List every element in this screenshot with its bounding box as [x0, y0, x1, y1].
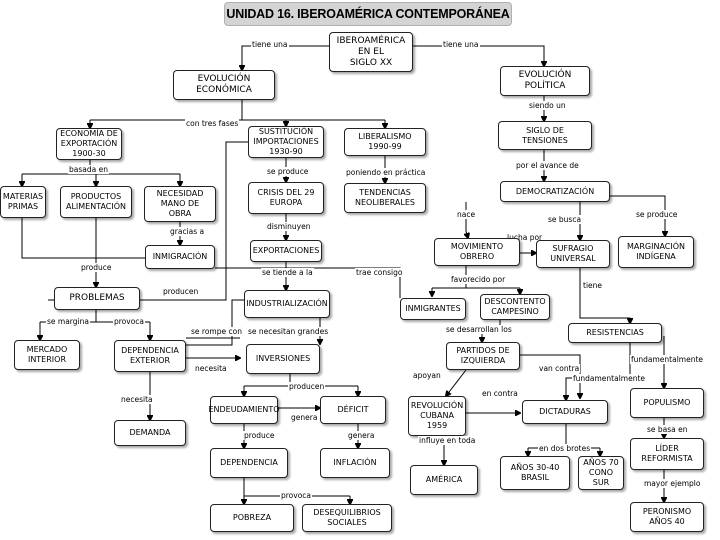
node-inflacion: INFLACIÓN [320, 448, 390, 478]
node-partidos-izquierda: PARTIDOS DE IZQUIERDA [446, 342, 520, 370]
node-democratizacion: DEMOCRATIZACIÓN [500, 181, 610, 202]
node-populismo: POPULISMO [630, 388, 704, 418]
node-industrializacion: INDUSTRIALIZACIÓN [244, 290, 330, 318]
node-root: IBEROAMÉRICA EN EL SIGLO XX [329, 32, 413, 72]
node-dependencia-exterior: DEPENDENCIA EXTERIOR [114, 340, 186, 372]
label-se-tiende-a-la: se tiende a la [261, 268, 314, 277]
edge-root-pol [413, 45, 544, 66]
label-producen-1: producen [162, 287, 200, 296]
node-resistencias: RESISTENCIAS [568, 323, 662, 343]
label-van-contra: van contra [538, 364, 581, 373]
node-sustitucion-importaciones: SUSTITUCIÓN IMPORTACIONES 1930-90 [248, 126, 324, 158]
node-desequilibrios-sociales: DESEQUILIBRIOS SOCIALES [302, 504, 392, 532]
page-title: UNIDAD 16. IBEROAMÉRICA CONTEMPORÁNEA [224, 2, 512, 26]
label-genera-2: genera [347, 431, 376, 440]
node-peronismo: PERONISMO AÑOS 40 [630, 502, 704, 532]
label-genera-1: genera [290, 413, 319, 422]
label-tiene: tiene [582, 281, 604, 290]
node-descontento-campesino: DESCONTENTO CAMPESINO [480, 294, 550, 320]
label-se-necesitan-grandes: se necesitan grandes [247, 327, 330, 336]
node-marginacion-indigena: MARGINACIÓN INDÍGENA [618, 236, 694, 268]
node-liberalismo: LIBERALISMO 1990-99 [344, 128, 426, 156]
label-influye-en-toda: influye en toda [418, 436, 477, 445]
node-materias-primas: MATERIAS PRIMAS [0, 186, 46, 218]
node-crisis-29: CRISIS DEL 29 EUROPA [248, 182, 324, 214]
label-fundamentalmente-2: fundamentalmente [572, 374, 647, 383]
label-producen-2: producen [288, 382, 326, 391]
label-produce-1: produce [80, 263, 113, 272]
node-anos-30-40-brasil: AÑOS 30-40 BRASIL [500, 456, 570, 490]
node-productos-alimentacion: PRODUCTOS ALIMENTACIÓN [60, 186, 132, 218]
label-tiene-una-left: tiene una [251, 40, 289, 49]
node-demanda: DEMANDA [114, 420, 186, 446]
node-necesidad-mano-obra: NECESIDAD MANO DE OBRA [144, 186, 216, 222]
label-gracias-a: gracias a [169, 227, 206, 236]
label-mayor-ejemplo: mayor ejemplo [643, 479, 702, 488]
label-apoyan: apoyan [412, 371, 442, 380]
node-inmigracion: INMIGRACIÓN [145, 245, 215, 269]
label-produce-2: produce [243, 431, 276, 440]
node-economia-exportacion: ECONOMÍA DE EXPORTACIÓN 1900-30 [56, 128, 122, 160]
label-provoca-1: provoca [113, 317, 146, 326]
label-se-basa-en: se basa en [646, 425, 689, 434]
node-america: AMÉRICA [410, 465, 478, 495]
label-necesita-1: necesita [194, 364, 228, 373]
label-por-el-avance-de: por el avance de [515, 161, 580, 170]
label-provoca-2: provoca [280, 491, 313, 500]
label-favorecido-por: favorecido por [450, 275, 507, 284]
node-tendencias-neoliberales: TENDENCIAS NEOLIBERALES [344, 183, 426, 213]
node-lider-reformista: LÍDER REFORMISTA [630, 438, 704, 470]
label-fundamentalmente-1: fundamentalmente [630, 355, 705, 364]
node-mercado-interior: MERCADO INTERIOR [14, 340, 80, 370]
label-nace: nace [456, 210, 477, 219]
label-se-rompe-con: se rompe con [190, 327, 243, 336]
node-dependencia: DEPENDENCIA [210, 448, 288, 478]
node-exportaciones: EXPORTACIONES [250, 240, 322, 262]
node-movimiento-obrero: MOVIMIENTO OBRERO [434, 238, 520, 266]
node-evolucion-politica: EVOLUCIÓN POLÍTICA [500, 66, 590, 96]
label-trae-consigo: trae consigo [355, 268, 404, 277]
label-se-produce-1: se produce [266, 167, 310, 176]
label-poniendo-en-practica: poniendo en práctica [345, 168, 427, 177]
node-dictaduras: DICTADURAS [522, 400, 608, 424]
node-anos-70-cono-sur: AÑOS 70 CONO SUR [578, 456, 624, 490]
label-se-desarrollan-los: se desarrollan los [445, 325, 513, 334]
label-en-contra: en contra [481, 389, 519, 398]
label-se-produce-2: se produce [635, 210, 679, 219]
label-en-dos-brotes: en dos brotes [538, 444, 592, 453]
node-deficit: DÉFICIT [320, 396, 386, 424]
label-se-margina: se margina [46, 317, 90, 326]
label-siendo-un: siendo un [528, 101, 567, 110]
node-siglo-tensiones: SIGLO DE TENSIONES [498, 121, 592, 150]
node-evolucion-economica: EVOLUCIÓN ECONÓMICA [173, 70, 275, 100]
edge-root-eco [242, 45, 329, 70]
label-se-busca: se busca [547, 215, 583, 224]
label-basada-en: basada en [68, 165, 109, 174]
label-lucha-por: lucha por [506, 233, 544, 242]
node-problemas: PROBLEMAS [54, 287, 140, 310]
node-inversiones: INVERSIONES [246, 344, 320, 374]
node-endeudamiento: ENDEUDAMIENTO [208, 396, 280, 424]
label-necesita-2: necesita [120, 395, 154, 404]
node-pobreza: POBREZA [210, 504, 294, 532]
node-revolucion-cubana: REVOLUCIÓN CUBANA 1959 [408, 396, 466, 436]
label-con-tres-fases: con tres fases [185, 119, 240, 128]
label-tiene-una-right: tiene una [442, 40, 480, 49]
label-disminuyen: disminuyen [266, 222, 312, 231]
node-inmigrantes: INMIGRANTES [400, 298, 466, 320]
node-sufragio-universal: SUFRAGIO UNIVERSAL [536, 240, 610, 268]
